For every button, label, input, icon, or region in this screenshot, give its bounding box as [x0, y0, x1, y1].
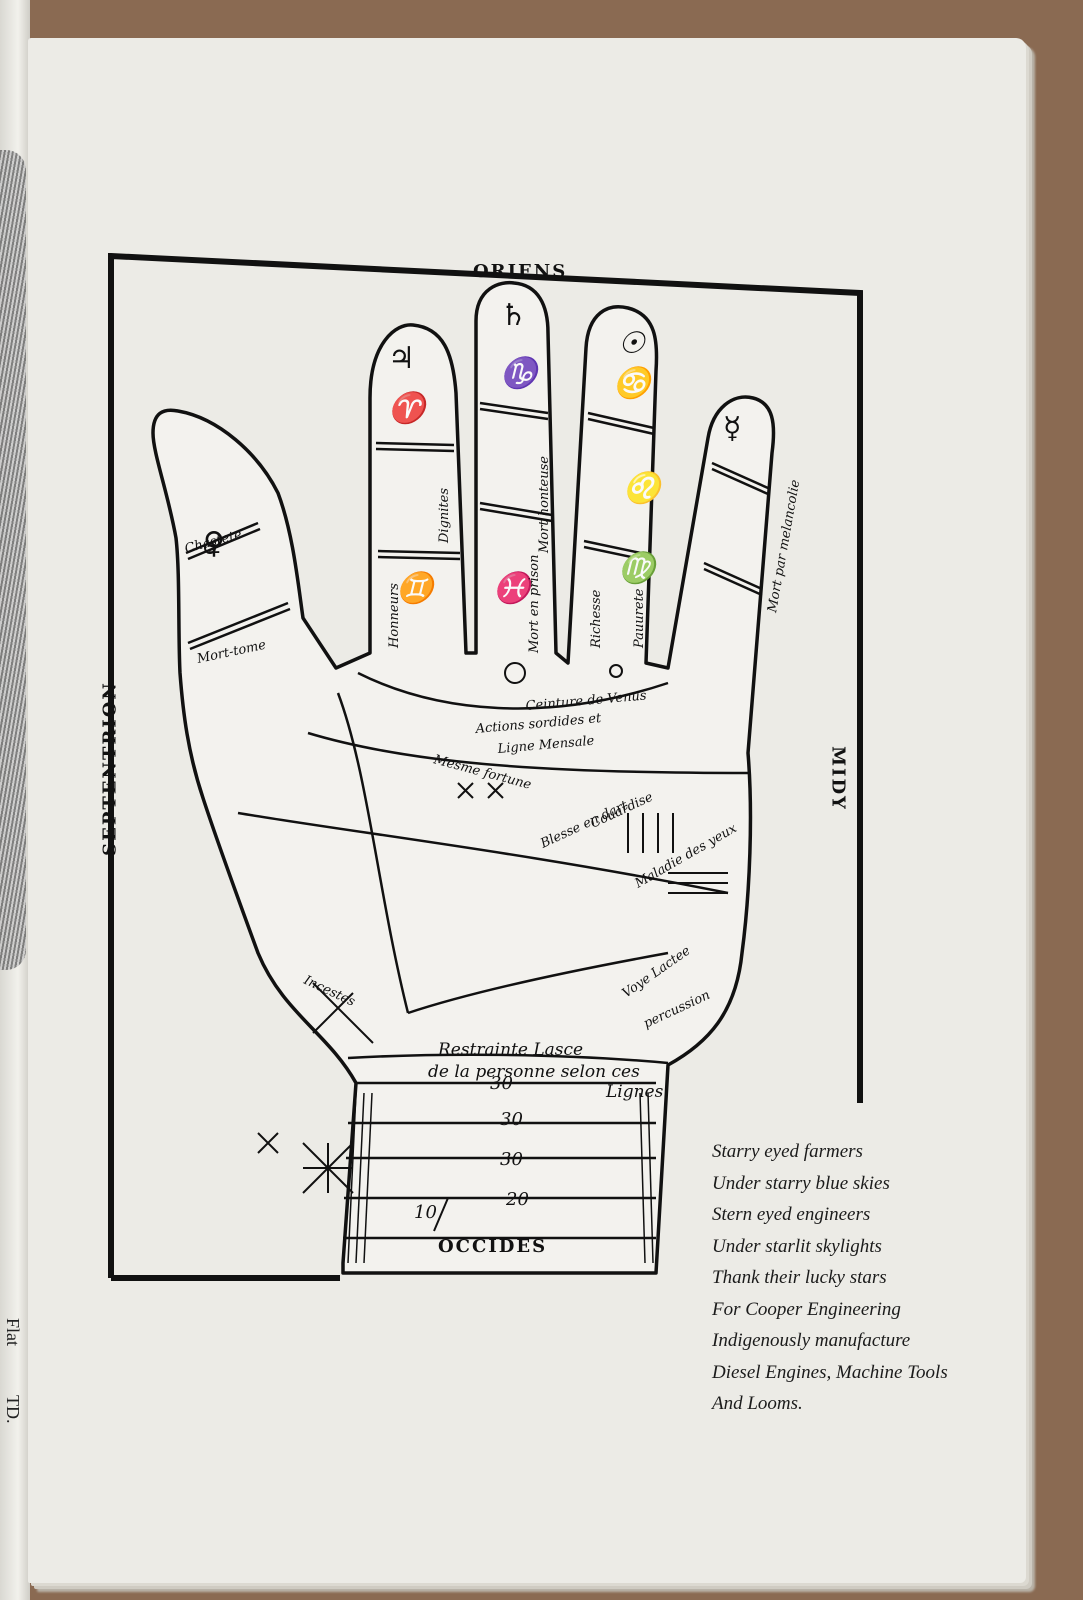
orientation-label-south: OCCIDES — [438, 1236, 548, 1257]
svg-text:♃: ♃ — [388, 341, 415, 376]
poem-line: Under starry blue skies — [712, 1172, 890, 1194]
svg-text:♍: ♍ — [618, 550, 661, 586]
wrist-number: 10 — [414, 1202, 437, 1223]
adjacent-page: Flat TD. — [0, 0, 30, 1600]
svg-text:♓: ♓ — [493, 570, 536, 606]
inscription: Mort en prison — [527, 555, 542, 654]
adjacent-page-text: Flat — [3, 1318, 23, 1347]
poem-line: Indigenously manufacture — [712, 1330, 911, 1351]
inscription: Mort honteuse — [537, 456, 552, 554]
wrist-number: 30 — [490, 1073, 513, 1094]
palmistry-woodcut: ♃ ♈ ♄ ♑ ☉ ♋ ☿ ♌ ♓ ♊ ♍ ♀ Chastete Mort-to… — [100, 253, 864, 1297]
svg-text:♀: ♀ — [203, 526, 225, 561]
poem-line: Diesel Engines, Machine Tools — [712, 1361, 948, 1383]
poem-line: Stern eyed engineers — [712, 1204, 871, 1225]
wrist-number: 30 — [500, 1149, 523, 1170]
inscription: Honneurs — [387, 583, 402, 649]
wrist-number: 20 — [505, 1189, 529, 1210]
orientation-label-west: SEPTENTRION — [99, 681, 121, 856]
inscription: Lignes. — [605, 1082, 669, 1102]
orientation-label-east: MIDY — [827, 746, 849, 811]
svg-text:♋: ♋ — [613, 365, 656, 401]
svg-text:♊: ♊ — [396, 570, 439, 606]
poem-line: And Looms. — [712, 1393, 803, 1414]
poem-line: Thank their lucky stars — [712, 1267, 887, 1288]
inscription: Mort par melancolie — [765, 478, 803, 614]
inscription: de la personne selon ces — [428, 1062, 640, 1082]
poem-line: Starry eyed farmers — [712, 1141, 863, 1162]
adjacent-engraving — [0, 150, 26, 970]
magazine-page: ♃ ♈ ♄ ♑ ☉ ♋ ☿ ♌ ♓ ♊ ♍ ♀ Chastete Mort-to… — [28, 38, 1026, 1583]
svg-text:☿: ☿ — [723, 411, 741, 446]
inscription: Restrainte Lasce — [437, 1040, 583, 1060]
inscription: Pauurete — [632, 588, 647, 649]
svg-text:♌: ♌ — [623, 470, 666, 506]
palmistry-hand-illustration: ♃ ♈ ♄ ♑ ☉ ♋ ☿ ♌ ♓ ♊ ♍ ♀ Chastete Mort-to… — [108, 253, 863, 1281]
inscription: Richesse — [589, 589, 604, 649]
svg-text:♈: ♈ — [388, 390, 431, 426]
svg-text:♄: ♄ — [500, 298, 527, 333]
poem-line: Under starlit skylights — [712, 1235, 882, 1257]
advertisement-poem: Starry eyed farmers Under starry blue sk… — [712, 1136, 1042, 1420]
orientation-label-north: ORIENS — [473, 261, 568, 282]
svg-text:♑: ♑ — [500, 355, 543, 391]
adjacent-page-text: TD. — [3, 1395, 23, 1424]
poem-line: For Cooper Engineering — [712, 1298, 901, 1320]
svg-text:☉: ☉ — [618, 326, 646, 361]
inscription: Dignites — [437, 488, 452, 544]
wrist-number: 30 — [500, 1109, 523, 1130]
